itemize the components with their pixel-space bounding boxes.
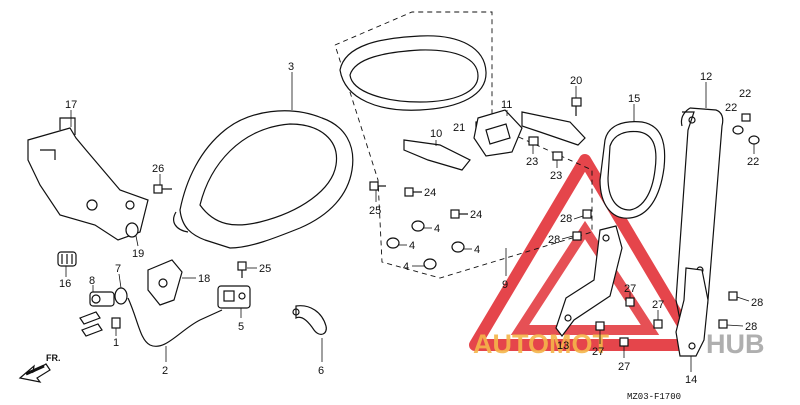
part-22-nut-b (732, 125, 744, 135)
part-28-bolt-b (572, 231, 582, 241)
part-8-seat-lock (79, 291, 115, 337)
callout-23-b: 23 (550, 170, 562, 182)
callout-4-d: 4 (403, 261, 409, 273)
callout-4-b: 4 (409, 240, 415, 252)
rear-mount-bracket (521, 111, 586, 146)
callout-22-c: 22 (747, 156, 759, 168)
callout-11: 11 (501, 99, 512, 111)
part-4-grommet-b (386, 237, 400, 249)
callout-28-a: 28 (560, 213, 572, 225)
part-23-nut-b (552, 151, 563, 161)
callout-14: 14 (685, 374, 697, 386)
front-direction-arrow (18, 363, 51, 383)
part-20-bolt (571, 97, 582, 116)
callout-1: 1 (113, 337, 119, 349)
part-14-side-plate (675, 267, 709, 357)
part-7-washer (114, 287, 128, 305)
part-16-rubber (57, 251, 77, 267)
callout-6: 6 (318, 365, 324, 377)
callout-13: 13 (557, 340, 569, 352)
callout-22-b: 22 (725, 102, 737, 114)
front-direction-label: FR. (46, 353, 61, 363)
callout-21: 21 (453, 122, 465, 134)
callout-25-left: 25 (369, 205, 381, 217)
callout-16: 16 (59, 278, 71, 290)
callout-27-d: 27 (618, 361, 630, 373)
part-24-bolt-a (404, 187, 422, 197)
assembly-9-outline (334, 11, 593, 279)
callout-23-a: 23 (526, 156, 538, 168)
part-10-bracket (403, 139, 471, 171)
callout-8: 8 (89, 275, 95, 287)
watermark-triangle-inner (510, 220, 660, 335)
callout-4-a: 4 (434, 223, 440, 235)
part-28-bolt-d (718, 319, 728, 329)
part-27-bolt-c (595, 321, 605, 331)
callout-28-c: 28 (751, 297, 763, 309)
part-11-hinge-bracket (473, 109, 523, 157)
part-25-bolt-b (369, 181, 386, 191)
callout-27-c: 27 (592, 346, 604, 358)
part-27-bolt-b (653, 319, 663, 329)
part-28-bolt-c (728, 291, 738, 301)
part-17-bracket (27, 117, 149, 241)
callout-27-b: 27 (652, 299, 664, 311)
part-22-nut-c (748, 135, 760, 145)
part-2-cable (127, 297, 223, 347)
part-27-bolt-a (625, 297, 635, 307)
watermark-triangle-outer (469, 154, 701, 351)
callout-5: 5 (238, 321, 244, 333)
callout-28-d: 28 (745, 321, 757, 333)
callout-26: 26 (152, 163, 164, 175)
callout-24-b: 24 (470, 209, 482, 221)
callout-24-a: 24 (424, 187, 436, 199)
callout-19: 19 (132, 248, 144, 260)
callout-17: 17 (65, 99, 77, 111)
part-3-main-seat (173, 110, 354, 249)
callout-3: 3 (288, 61, 294, 73)
callout-9: 9 (502, 279, 508, 291)
callout-7: 7 (115, 263, 121, 275)
callout-22-a: 22 (739, 88, 751, 100)
callout-4-c: 4 (474, 244, 480, 256)
part-1-clip (111, 317, 121, 329)
pillion-seat-cushion (339, 35, 487, 111)
part-27-bolt-d (619, 337, 629, 347)
diagram-part-code: MZ03-F1700 (627, 392, 681, 402)
part-25-bolt (237, 261, 247, 278)
part-23-nut-a (528, 136, 539, 146)
part-4-grommet-a (411, 220, 425, 232)
part-18-hook-bracket (147, 259, 183, 306)
callout-2: 2 (162, 365, 168, 377)
watermark-text-right: HUB (706, 329, 765, 359)
part-24-bolt-b (450, 209, 468, 219)
callout-28-b: 28 (548, 234, 560, 246)
callout-27-a: 27 (624, 283, 636, 295)
part-6-strap (292, 305, 327, 335)
part-26-bolt (153, 184, 172, 194)
part-15-backrest-pad (599, 121, 666, 219)
part-4-grommet-d (423, 258, 437, 270)
part-19-grommet (125, 222, 139, 238)
part-13-side-plate (555, 225, 623, 337)
callout-25-center: 25 (259, 263, 271, 275)
callout-18: 18 (198, 273, 210, 285)
watermark-text-left: AUTOMOT (473, 329, 609, 359)
callout-20: 20 (570, 75, 582, 87)
watermark-logo: AUTOMOT HUB (469, 154, 765, 359)
callout-10: 10 (430, 128, 442, 140)
callout-15: 15 (628, 93, 640, 105)
part-22-nut-a (741, 113, 751, 122)
part-5-seat-latch (217, 285, 251, 309)
part-28-bolt-a (582, 209, 592, 219)
callout-12: 12 (700, 71, 712, 83)
part-4-grommet-c (451, 241, 465, 253)
